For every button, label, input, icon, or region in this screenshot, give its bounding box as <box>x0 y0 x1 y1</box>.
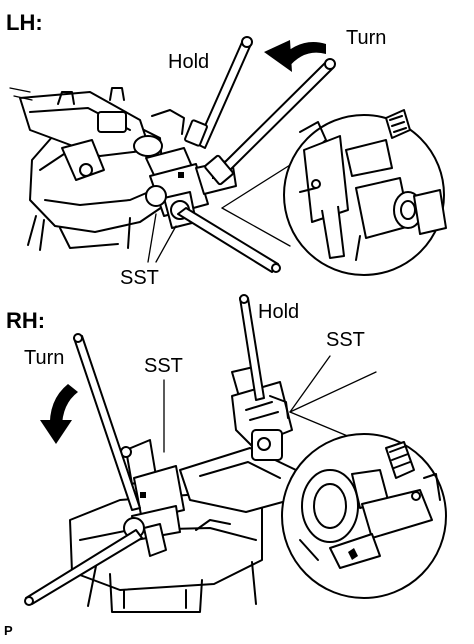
lh-sst-leader-right <box>155 225 177 263</box>
rh-sst-label-right: SST <box>326 329 365 351</box>
rh-turn-arrow <box>40 384 78 444</box>
lh-illustration <box>9 36 447 276</box>
lh-detail-callout <box>221 109 447 276</box>
rh-illustration <box>24 294 447 613</box>
rh-heading: RH: <box>6 308 46 333</box>
lh-turn-label: Turn <box>346 27 387 49</box>
corner-mark: P <box>4 623 13 638</box>
lh-extension-bar <box>177 207 281 273</box>
rh-sst-label-center: SST <box>144 355 183 377</box>
rh-gear-housing <box>69 365 297 613</box>
rh-hold-handle <box>239 294 265 401</box>
rh-sst-leader-right <box>289 355 331 413</box>
lh-sst-label: SST <box>120 267 159 289</box>
rh-turn-label: Turn <box>24 347 65 369</box>
lh-hold-label: Hold <box>168 51 210 73</box>
rh-turn-handle <box>73 333 141 511</box>
rh-detail-callout <box>281 371 447 599</box>
lh-turn-arrow <box>264 40 326 72</box>
lh-sst-leader-left <box>147 213 157 263</box>
lh-gear-housing <box>9 87 185 251</box>
rh-extension-bar <box>24 529 143 606</box>
lh-hold-handle <box>184 36 253 149</box>
rh-hold-label: Hold <box>258 301 300 323</box>
lh-heading: LH: <box>6 10 43 35</box>
lh-turn-handle <box>204 58 336 186</box>
